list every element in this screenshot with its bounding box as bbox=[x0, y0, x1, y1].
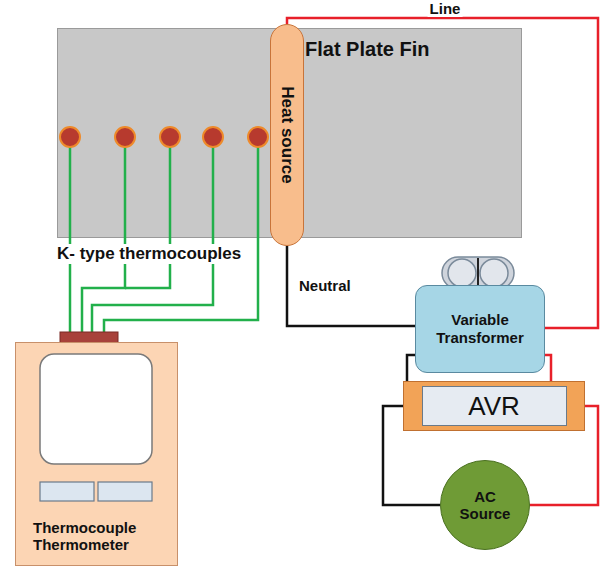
thermocouple-junction bbox=[203, 127, 223, 147]
label-holder: K- type thermocouples bbox=[55, 244, 243, 264]
node-label: AC Source bbox=[450, 488, 520, 523]
neutral-wire bbox=[407, 355, 415, 381]
wire-label: Neutral bbox=[297, 277, 353, 294]
ac-source: AC Source bbox=[440, 460, 530, 550]
thermocouple-wire bbox=[212, 147, 215, 238]
node-label: AVR bbox=[422, 386, 567, 426]
node-label: Thermocouple Thermometer bbox=[33, 519, 163, 554]
thermocouple-wire bbox=[169, 147, 172, 238]
variable-transformer: Variable Transformer bbox=[415, 285, 545, 373]
meter-button bbox=[98, 482, 152, 501]
wire-label-holder: Neutral bbox=[297, 277, 353, 294]
thermocouple-wire bbox=[124, 147, 127, 238]
wire-label-holder: Line bbox=[428, 0, 463, 17]
node-label: Flat Plate Fin bbox=[305, 38, 429, 61]
wire-label: Line bbox=[428, 0, 463, 17]
line-wire bbox=[545, 355, 551, 381]
thermocouple-junction bbox=[115, 127, 135, 147]
thermocouple-junction bbox=[248, 127, 268, 147]
knob-disc bbox=[480, 259, 508, 287]
neutral-wire bbox=[287, 246, 415, 326]
thermocouple-junction bbox=[60, 127, 80, 147]
meter-button bbox=[40, 482, 94, 501]
knob-disc bbox=[448, 259, 476, 287]
thermocouple-label: K- type thermocouples bbox=[55, 244, 243, 264]
thermocouple-wire bbox=[257, 147, 260, 238]
node-label: Heat source bbox=[277, 86, 297, 183]
thermocouple-junction bbox=[160, 127, 180, 147]
thermocouple-wire bbox=[69, 147, 72, 238]
heat-source: Heat source bbox=[270, 24, 304, 246]
knob-marker bbox=[477, 258, 479, 288]
thermocouple-junctions bbox=[60, 127, 268, 238]
thermocouple-thermometer: Thermocouple Thermometer bbox=[15, 342, 178, 566]
node-label: Variable Transformer bbox=[421, 311, 539, 347]
avr-unit: AVR bbox=[403, 381, 585, 431]
display-screen bbox=[40, 354, 152, 464]
